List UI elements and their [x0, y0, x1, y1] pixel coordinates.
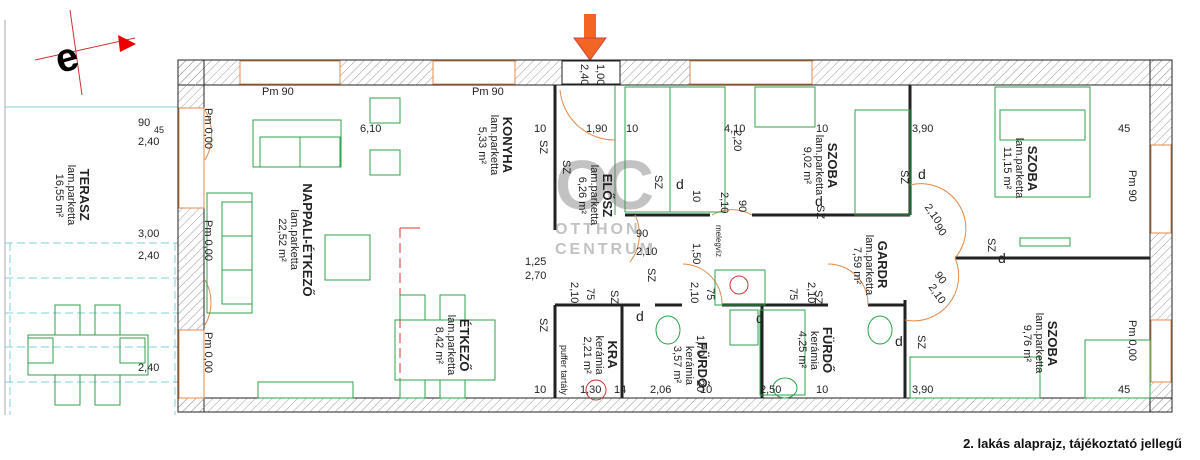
dim-label: 10 — [816, 123, 829, 135]
sz-mark: SZ — [560, 160, 572, 175]
dim-label: Pm 0,00 — [202, 108, 214, 149]
dim-label: 4,10 — [724, 123, 746, 135]
dim-label: Pm 90 — [1126, 170, 1138, 202]
dim-label: 45 — [154, 125, 165, 135]
dim-label: 1,30 — [580, 384, 602, 396]
d-mark: d — [636, 308, 644, 324]
dim-label: 14 — [614, 384, 627, 396]
d-mark: d — [895, 333, 903, 349]
dim-label: 2,10 — [568, 282, 580, 304]
dim-label: 2,10 — [718, 192, 730, 214]
d-mark: d — [815, 193, 823, 209]
dim-label: 2,06 — [650, 384, 672, 396]
d-mark: d — [756, 310, 764, 326]
dim-label: Pm 0,00 — [202, 332, 214, 373]
dim-label: 1,00 — [594, 64, 606, 86]
plan-caption: 2. lakás alaprajz, tájékoztató jellegű — [963, 436, 1182, 451]
sz-mark: SZ — [814, 205, 826, 220]
sz-mark: SZ — [537, 140, 549, 155]
dim-label: 75 — [584, 288, 596, 301]
dim-label: Pm 90 — [472, 86, 504, 98]
d-mark: d — [998, 250, 1006, 266]
terrace-area — [5, 242, 178, 415]
dim-label: 75 — [704, 288, 716, 301]
dim-label: 2,10 — [688, 282, 700, 304]
compass-icon: e — [34, 9, 136, 96]
buffer-tank-note: puffer tartály — [559, 345, 569, 395]
dim-label: 2,50 — [760, 384, 782, 396]
sz-mark: SZ — [652, 175, 664, 190]
dim-label: Pm 90 — [262, 86, 294, 98]
dim-label: 1,90 — [586, 123, 608, 135]
hot-water-note: melegvíz — [714, 225, 723, 258]
dim-label: 2,40 — [138, 362, 160, 374]
dim-label: 3,90 — [912, 123, 934, 135]
dim-label: 75 — [787, 288, 799, 301]
dim-label: 2,40 — [578, 64, 590, 86]
watermark-logo-mark: OC — [555, 146, 654, 224]
dim-label: 45 — [1118, 123, 1131, 135]
dim-label: 10 — [816, 384, 829, 396]
sz-mark: SZ — [985, 238, 997, 253]
watermark-logo: OC OTTHON CENTRUM — [555, 150, 656, 260]
dim-label: 90 — [736, 200, 748, 213]
dim-label: 2,10 — [636, 246, 658, 258]
sz-mark: SZ — [898, 170, 910, 185]
dim-label: 2,40 — [138, 136, 160, 148]
d-mark: d — [676, 176, 684, 192]
dim-label: 6,10 — [360, 123, 382, 135]
dim-label: 2,70 — [525, 270, 547, 282]
dim-label: Pm 0,00 — [1126, 320, 1138, 361]
dim-label: 1,50 — [690, 243, 702, 265]
furniture — [27, 86, 1151, 406]
dim-label: 2,40 — [138, 250, 160, 262]
sz-mark: SZ — [608, 290, 620, 305]
dim-label: 45 — [1118, 384, 1131, 396]
sz-mark: SZ — [645, 268, 657, 283]
sz-mark: SZ — [537, 318, 549, 333]
dim-label: 10 — [626, 123, 639, 135]
dim-label: 20 — [694, 380, 706, 393]
dim-label: 10 — [690, 190, 702, 203]
svg-text:e: e — [50, 34, 83, 82]
watermark-text-otthon: OTTHON — [555, 221, 641, 238]
d-mark: d — [918, 166, 926, 182]
dim-label: 3,00 — [138, 228, 160, 240]
dim-label: 90 — [138, 117, 151, 129]
dim-label: 1,70 — [694, 335, 706, 357]
watermark-text-centrum: CENTRUM — [555, 241, 656, 258]
outer-walls — [177, 59, 1173, 413]
dim-label: 2,20 — [731, 130, 743, 152]
sz-mark: SZ — [915, 335, 927, 350]
entrance-arrow-icon — [573, 14, 607, 61]
sz-mark: SZ — [812, 290, 824, 305]
dim-label: 3,90 — [912, 384, 934, 396]
dim-label: 90 — [636, 228, 649, 240]
dim-label: 10 — [534, 384, 547, 396]
dim-label: Pm 0,00 — [202, 220, 214, 261]
dim-label: 10 — [700, 384, 713, 396]
dim-label: 1,25 — [525, 256, 547, 268]
dim-label: 10 — [534, 123, 547, 135]
dim-label: 2,10 — [805, 282, 817, 304]
